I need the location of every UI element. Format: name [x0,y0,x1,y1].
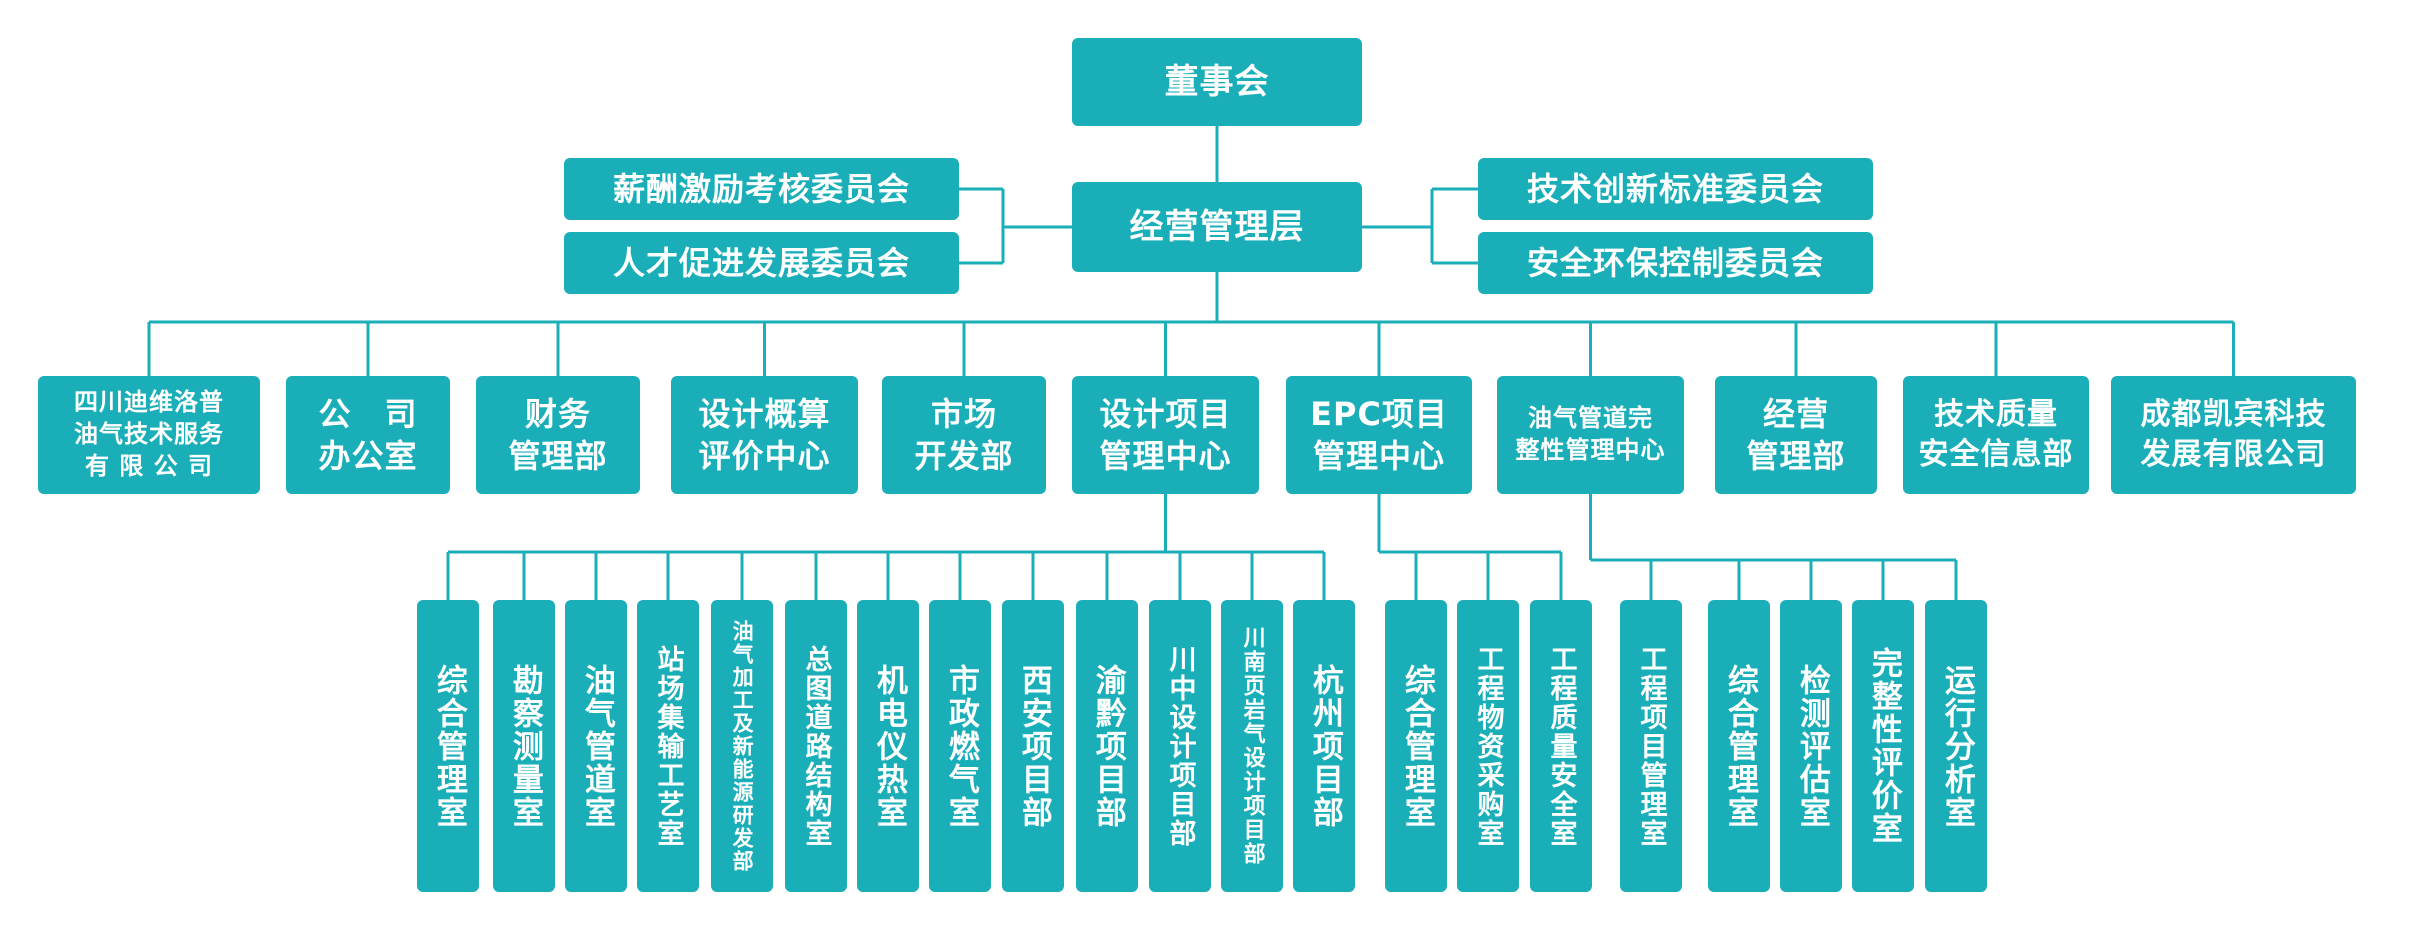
dept-chengdu-kaibin[interactable]: 成都凯宾科技 发展有限公司 [2111,376,2356,494]
design-center-unit-6[interactable]: 总图道路结构室 [785,600,847,892]
integrity-center-unit-1[interactable]: 工程项目管理室 [1620,600,1682,892]
integrity-center-unit-2[interactable]: 综合管理室 [1708,600,1770,892]
committee-tech-innovation[interactable]: 技术创新标准委员会 [1478,158,1873,220]
node-management[interactable]: 经营管理层 [1072,182,1362,272]
dept-epc-project-center[interactable]: EPC项目 管理中心 [1286,376,1472,494]
node-board[interactable]: 董事会 [1072,38,1362,126]
dept-market-development[interactable]: 市场 开发部 [882,376,1046,494]
design-center-unit-2[interactable]: 勘察测量室 [493,600,555,892]
committee-talent[interactable]: 人才促进发展委员会 [564,232,959,294]
dept-design-project-center[interactable]: 设计项目 管理中心 [1072,376,1259,494]
dept-pipeline-integrity-center[interactable]: 油气管道完 整性管理中心 [1497,376,1684,494]
design-center-unit-9[interactable]: 西安项目部 [1002,600,1064,892]
integrity-center-unit-4[interactable]: 完整性评价室 [1852,600,1914,892]
epc-center-unit-1[interactable]: 综合管理室 [1385,600,1447,892]
design-center-unit-13[interactable]: 杭州项目部 [1293,600,1355,892]
dept-tech-quality-safety[interactable]: 技术质量 安全信息部 [1903,376,2089,494]
design-center-unit-11[interactable]: 川中设计项目部 [1149,600,1211,892]
design-center-unit-8[interactable]: 市政燃气室 [929,600,991,892]
epc-center-unit-3[interactable]: 工程质量安全室 [1530,600,1592,892]
dept-finance[interactable]: 财务 管理部 [476,376,640,494]
design-center-unit-1[interactable]: 综合管理室 [417,600,479,892]
design-center-unit-4[interactable]: 站场集输工艺室 [637,600,699,892]
dept-operations-management[interactable]: 经营 管理部 [1715,376,1877,494]
integrity-center-unit-5[interactable]: 运行分析室 [1925,600,1987,892]
design-center-unit-7[interactable]: 机电仪热室 [857,600,919,892]
design-center-unit-3[interactable]: 油气管道室 [565,600,627,892]
epc-center-unit-2[interactable]: 工程物资采购室 [1457,600,1519,892]
dept-dilp-oil-gas-services[interactable]: 四川迪维洛普 油气技术服务 有 限 公 司 [38,376,260,494]
design-center-unit-12[interactable]: 川南页岩气设计项目部 [1221,600,1283,892]
committee-compensation[interactable]: 薪酬激励考核委员会 [564,158,959,220]
dept-company-office[interactable]: 公 司 办公室 [286,376,450,494]
dept-design-budget-center[interactable]: 设计概算 评价中心 [671,376,858,494]
design-center-unit-5[interactable]: 油气加工及新能源研发部 [711,600,773,892]
committee-safety[interactable]: 安全环保控制委员会 [1478,232,1873,294]
design-center-unit-10[interactable]: 渝黔项目部 [1076,600,1138,892]
integrity-center-unit-3[interactable]: 检测评估室 [1780,600,1842,892]
